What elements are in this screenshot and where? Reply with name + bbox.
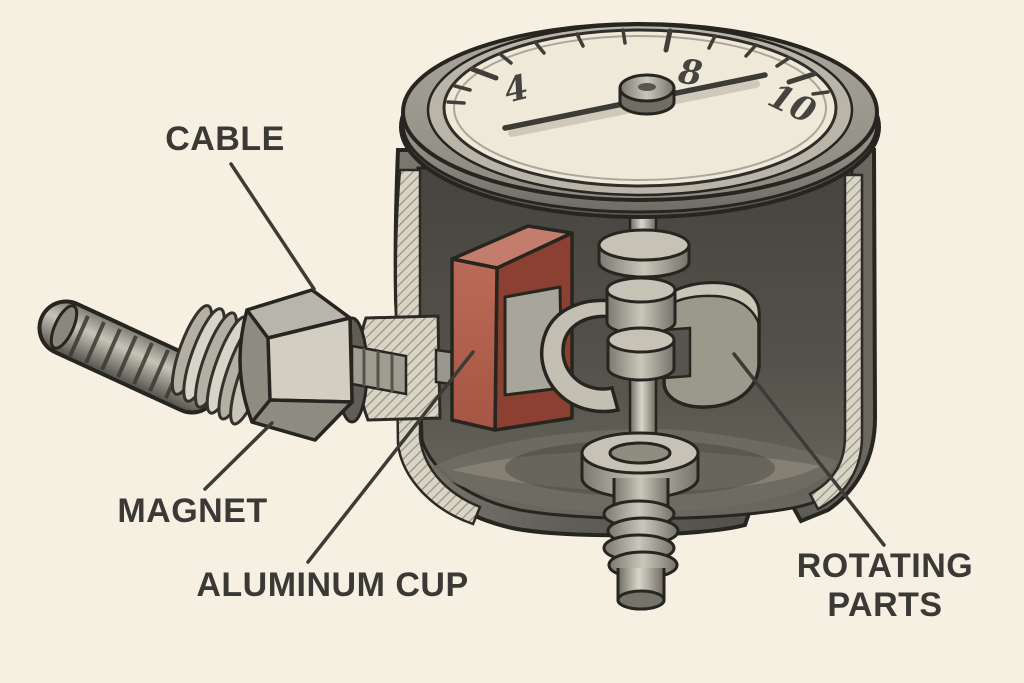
hex-nut xyxy=(238,288,354,442)
leader-lines xyxy=(203,162,886,564)
spiral-cable xyxy=(37,299,221,415)
cable-tube xyxy=(41,303,217,411)
aluminum-cup-leader-line xyxy=(306,350,475,564)
rotating-parts-label-line1: ROTATING xyxy=(796,547,974,585)
dial-tick-marks xyxy=(446,28,830,105)
needle-hub xyxy=(618,73,676,116)
cable-label: CABLE xyxy=(165,120,285,158)
spindle-ring-lower xyxy=(606,326,676,382)
cable-tip xyxy=(49,304,79,350)
aluminum-cup-label: ALUMINUM CUP xyxy=(196,566,469,604)
aluminum-cup-front-face xyxy=(450,257,499,432)
magnet-label: MAGNET xyxy=(117,492,268,530)
spindle-disc-middle xyxy=(605,276,677,336)
magnet-leader-line xyxy=(203,421,274,491)
rotating-parts-crescent xyxy=(540,298,621,414)
gauge-dial-inner-ring xyxy=(453,35,827,181)
gauge-head: 4 8 10 xyxy=(399,22,881,219)
cable-assembly xyxy=(37,288,442,442)
rotating-parts-block xyxy=(662,281,761,409)
bearing-ring-top xyxy=(597,228,691,279)
rotating-parts-label: ROTATING PARTS xyxy=(780,547,990,626)
mechanism xyxy=(434,196,775,611)
cable-leader-line xyxy=(229,162,316,291)
housing-cut-surface-left xyxy=(394,168,482,526)
housing-cut-surface-right xyxy=(808,173,864,511)
rotating-parts-leader-line xyxy=(732,352,886,547)
threaded-stud xyxy=(602,478,680,611)
rotating-parts-label-line2: PARTS xyxy=(827,586,943,625)
